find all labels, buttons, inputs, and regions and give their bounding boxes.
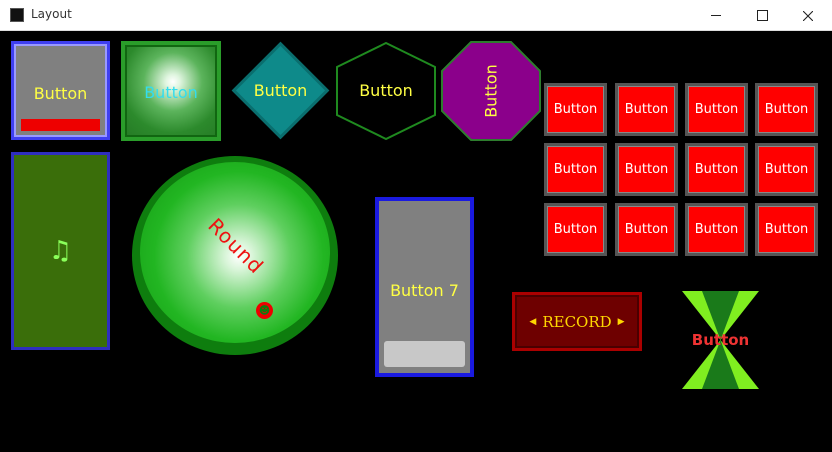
grid-button[interactable]: Button: [544, 203, 607, 256]
layout-canvas: Button Button Button Button Button Butto…: [0, 31, 832, 452]
music-note-icon: ♫: [48, 236, 73, 266]
grid-button-label: Button: [553, 162, 598, 177]
hexagon-shape: [336, 41, 436, 141]
window-title: Layout: [31, 7, 72, 21]
right-arrow-icon: ▶: [617, 316, 625, 327]
grid-button[interactable]: Button: [615, 83, 678, 136]
octagon-button[interactable]: Button: [441, 41, 541, 141]
grid-button-label: Button: [764, 222, 809, 237]
music-button[interactable]: ♫: [11, 152, 110, 350]
diamond-button-label: Button: [253, 81, 308, 100]
close-button[interactable]: [785, 0, 831, 31]
grid-button-label: Button: [553, 102, 598, 117]
bowtie-shape: [682, 291, 759, 389]
hexagon-button-label: Button: [359, 81, 413, 100]
grid-button[interactable]: Button: [685, 203, 748, 256]
grid-button[interactable]: Button: [755, 143, 818, 196]
title-bar: Layout: [0, 0, 832, 31]
button-2-label: Button: [144, 83, 198, 102]
button-1[interactable]: Button: [11, 41, 110, 140]
bowtie-button[interactable]: Button: [682, 291, 759, 389]
round-button-face: [140, 162, 330, 343]
grid-button[interactable]: Button: [615, 143, 678, 196]
grid-button[interactable]: Button: [685, 143, 748, 196]
grid-button-label: Button: [694, 222, 739, 237]
grid-button[interactable]: Button: [755, 83, 818, 136]
grid-button-label: Button: [694, 162, 739, 177]
close-icon: [803, 10, 813, 21]
grid-button[interactable]: Button: [755, 203, 818, 256]
left-arrow-icon: ◀: [529, 316, 537, 327]
smiley-icon: ☻: [256, 302, 273, 319]
diamond-button[interactable]: Button: [231, 41, 330, 140]
button-7[interactable]: Button 7: [375, 197, 474, 377]
grid-button[interactable]: Button: [685, 83, 748, 136]
grid-button-label: Button: [624, 102, 669, 117]
button-7-label: Button 7: [390, 281, 459, 300]
grid-button-label: Button: [624, 222, 669, 237]
round-button[interactable]: Round ☻: [132, 156, 338, 355]
grid-button-label: Button: [553, 222, 598, 237]
grid-button-label: Button: [764, 162, 809, 177]
button-1-label: Button: [33, 84, 88, 103]
grid-button[interactable]: Button: [544, 143, 607, 196]
app-icon: [10, 8, 24, 22]
bowtie-button-label: Button: [691, 331, 750, 349]
hexagon-button[interactable]: Button: [336, 41, 436, 141]
octagon-shape: [441, 41, 541, 141]
octagon-button-label: Button: [481, 64, 501, 118]
minimize-button[interactable]: [693, 0, 739, 31]
button-1-red-bar: [21, 119, 100, 131]
maximize-button[interactable]: [739, 0, 785, 31]
grid-button[interactable]: Button: [615, 203, 678, 256]
record-button[interactable]: ◀ RECORD ▶: [512, 292, 642, 351]
grid-button-label: Button: [764, 102, 809, 117]
grid-button-label: Button: [624, 162, 669, 177]
maximize-icon: [756, 10, 768, 21]
minimize-icon: [711, 15, 721, 16]
record-button-label: RECORD: [542, 312, 612, 331]
button-2[interactable]: Button: [121, 41, 221, 141]
grid-button[interactable]: Button: [544, 83, 607, 136]
button-7-handle: [384, 341, 465, 367]
grid-button-label: Button: [694, 102, 739, 117]
